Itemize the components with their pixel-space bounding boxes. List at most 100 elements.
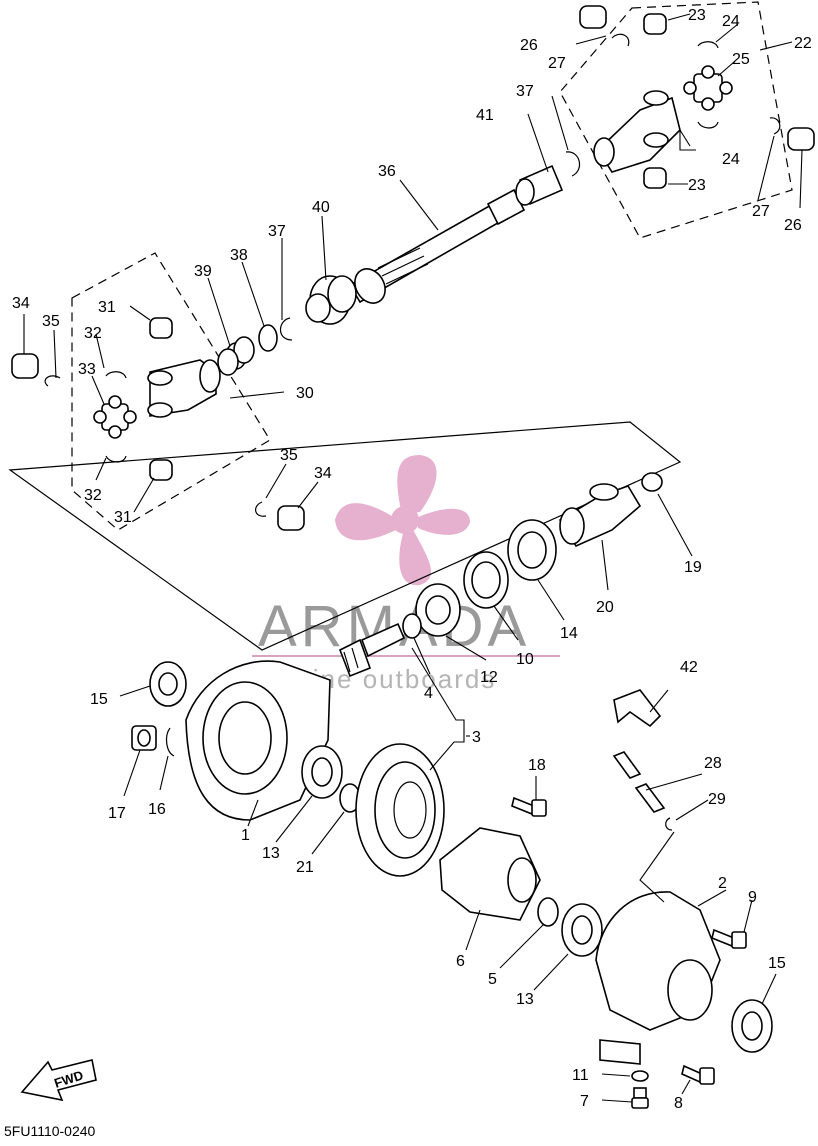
callout-26-right: 26 [784,217,802,234]
bearing-13-right [561,903,603,957]
callout-11: 11 [572,1067,589,1084]
callout-35-bottom: 35 [280,447,298,464]
oil-seal-15-right [731,999,773,1053]
bracket-42 [613,689,662,728]
callout-21: 21 [296,859,314,876]
bolt-8 [681,1064,715,1085]
propeller-logo-icon [335,455,470,586]
yoke-right [593,90,681,173]
circlip-32-bottom [105,455,127,463]
circlip-27-right [769,117,781,135]
callout-24-bottom: 24 [722,151,740,168]
differential-subassembly-outline [8,421,682,651]
callout-9: 9 [748,889,757,906]
bolt-9 [711,928,747,949]
callout-23-top: 23 [688,7,706,24]
bushing-41 [515,164,564,206]
callout-27-right: 27 [752,203,770,220]
universal-joint-group-right-outline [559,1,793,239]
universal-joint-group-left-outline [71,252,271,531]
callout-32-bottom: 32 [84,487,102,504]
housing-1 [185,660,331,821]
bearing-cup-31-bottom [149,459,173,481]
callout-15-left: 15 [90,691,108,708]
circlip-24-bottom [697,121,719,129]
spring-39 [217,336,255,376]
callout-34-left: 34 [12,295,30,312]
callout-7: 7 [580,1093,589,1110]
circlip-35-bottom [255,501,267,517]
callout-25: 25 [732,51,750,68]
callout-27-top: 27 [548,55,566,72]
bearing-cup-26-top [579,5,607,29]
callout-28: 28 [704,755,722,772]
callout-3: 3 [472,729,481,746]
bolt-18 [511,796,547,817]
callout-37-top: 37 [516,83,534,100]
callout-1: 1 [241,827,250,844]
callout-31-bottom: 31 [114,509,132,526]
washer-11 [631,1070,649,1082]
bearing-cup-34-bottom [277,505,305,531]
washer-38 [258,324,278,352]
callout-10: 10 [516,651,534,668]
bearing-cup-26-right [787,127,815,151]
catalog-code: 5FU1110-0240 [4,1123,96,1139]
callout-22: 22 [794,35,812,52]
callout-19: 19 [684,559,702,576]
circlip-32-top [105,371,127,379]
bearing-cup-31-top [149,317,173,339]
shim-4 [402,613,422,639]
bearing-12 [415,583,461,637]
callout-23-bottom: 23 [688,177,706,194]
callout-35-left: 35 [42,313,60,330]
callout-13-left: 13 [262,845,280,862]
callout-38: 38 [230,247,248,264]
yoke-left [147,359,221,418]
callout-16: 16 [148,801,166,818]
shim-5 [537,897,559,927]
callout-29: 29 [708,791,726,808]
callout-30: 30 [296,385,314,402]
callout-24-top: 24 [722,13,740,30]
callout-36: 36 [378,163,396,180]
callout-4: 4 [424,685,433,702]
callout-14: 14 [560,625,578,642]
circlip-29 [665,817,673,831]
callout-15-right: 15 [768,955,786,972]
callout-20: 20 [596,599,614,616]
oil-seal-14 [507,519,557,581]
callout-40: 40 [312,199,330,216]
oil-seal-10 [463,551,509,609]
callout-5: 5 [488,971,497,988]
drive-shaft [348,188,526,304]
callout-32-top: 32 [84,325,102,342]
pinion-gear-3 [338,622,406,678]
ring-gear [355,743,445,877]
bearing-cup-34-left [11,353,39,379]
leader-lines [23,13,803,1103]
nut-17 [131,725,157,751]
callout-numbers: 1 2 3 4 5 6 7 8 9 10 11 12 13 13 14 15 1… [12,7,812,1112]
oil-seal-15-left [149,661,187,707]
circlip-35-left [44,375,61,387]
callout-8: 8 [674,1095,683,1112]
callout-2: 2 [718,875,727,892]
callout-42: 42 [680,659,698,676]
bolt-7 [631,1087,649,1109]
bearing-cup-23-bottom [643,167,667,189]
circlip-24-top [697,41,719,49]
callout-17: 17 [108,805,126,822]
housing-2 [595,891,721,1065]
callout-33: 33 [78,361,96,378]
circlip-37-lower [279,317,293,341]
nut-19 [641,472,663,492]
callout-34-bottom: 34 [314,465,332,482]
differential-case-6 [439,827,541,921]
spider-cross-33 [93,395,137,439]
watermark-logo: ARMADA marine outboards [252,455,560,694]
callout-6: 6 [456,953,465,970]
pin-28 [612,751,666,813]
circlip-16 [165,727,175,757]
